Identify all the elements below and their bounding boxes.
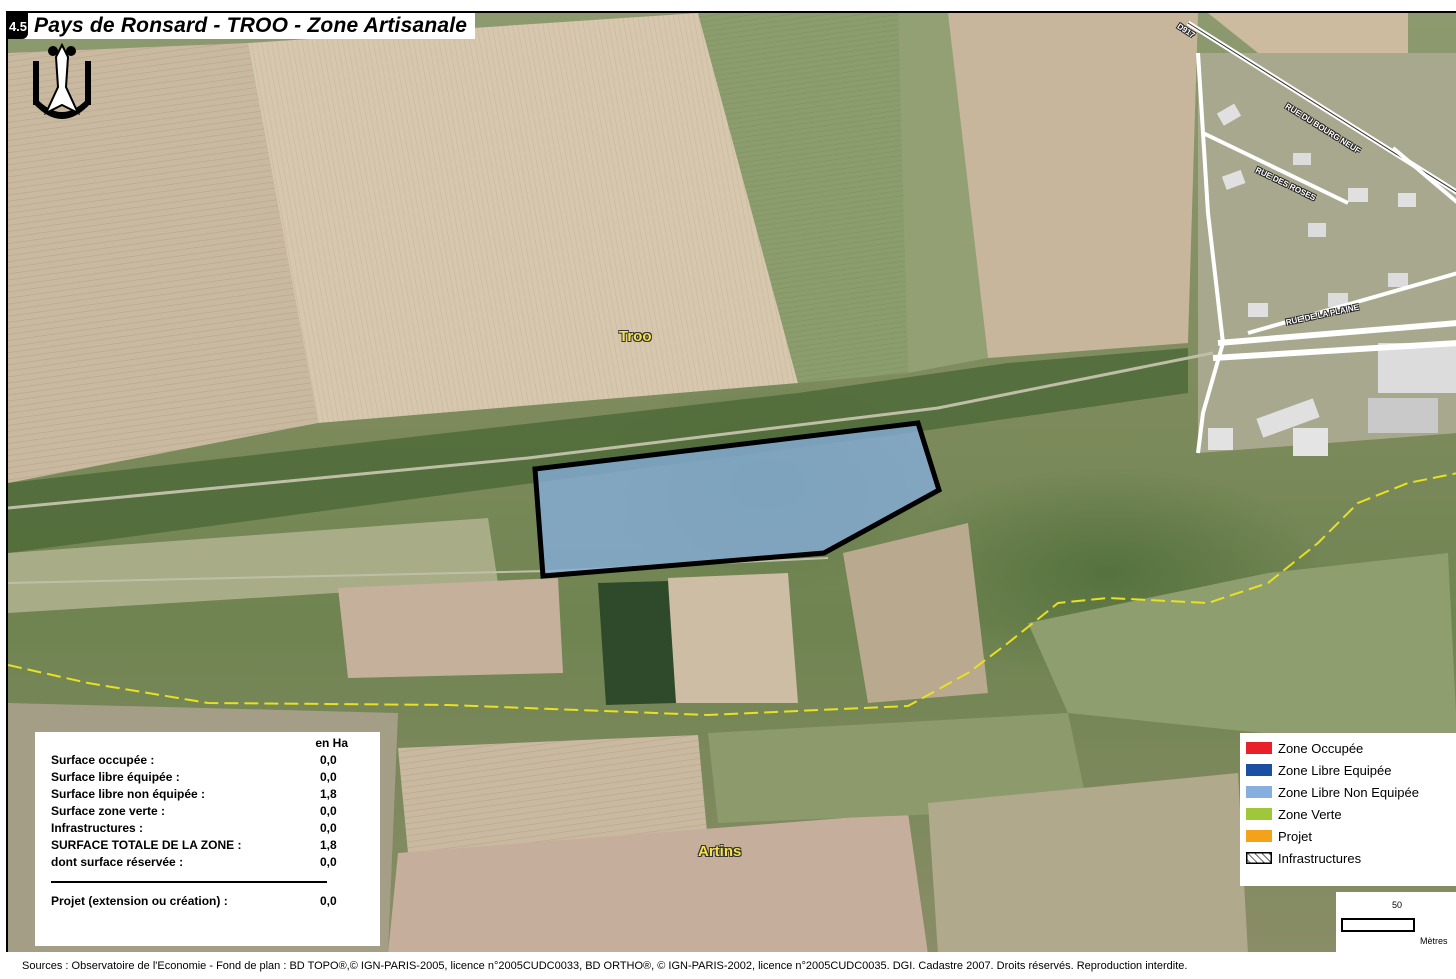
- zone-artisanale-polygon: [532, 420, 942, 579]
- legend-item: Zone Occupée: [1246, 737, 1456, 759]
- legend-label: Zone Verte: [1278, 806, 1342, 822]
- building: [1221, 169, 1246, 190]
- stats-table: en Ha Surface occupée : 0,0 Surface libr…: [35, 732, 380, 946]
- hatch-swatch-icon: [1246, 852, 1272, 864]
- legend-swatch: [1246, 786, 1272, 798]
- field-lower-4: [928, 773, 1248, 952]
- track: [8, 351, 1214, 510]
- legend-swatch: [1246, 808, 1272, 820]
- legend-item: Infrastructures: [1246, 847, 1456, 869]
- stats-row: Surface libre équipée : 0,0: [51, 769, 370, 786]
- legend-swatch: [1246, 830, 1272, 842]
- field-se-1: [1028, 553, 1456, 753]
- building: [1388, 273, 1408, 287]
- stats-row: Surface libre non équipée : 1,8: [51, 786, 370, 803]
- field-lower-1: [398, 735, 708, 853]
- road-plaine: [1212, 340, 1456, 361]
- field-west: [8, 43, 318, 483]
- stats-row: Surface zone verte : 0,0: [51, 803, 370, 820]
- legend-label: Zone Libre Non Equipée: [1278, 784, 1419, 800]
- place-label-artins: Artins: [698, 843, 742, 860]
- building: [1348, 188, 1368, 202]
- stats-value: 0,0: [320, 894, 337, 908]
- sources-footer: Sources : Observatoire de l'Economie - F…: [22, 960, 1188, 972]
- stats-label: Infrastructures :: [51, 821, 144, 835]
- building: [1308, 223, 1326, 237]
- stats-label: Surface occupée :: [51, 753, 155, 767]
- stats-label: Surface libre non équipée :: [51, 787, 206, 801]
- building: [1293, 153, 1311, 165]
- legend-item: Zone Libre Equipée: [1246, 759, 1456, 781]
- map-title: Pays de Ronsard - TROO - Zone Artisanale: [34, 14, 468, 37]
- stats-value: 0,0: [320, 821, 337, 835]
- scale-bar-graphic: [1341, 918, 1415, 932]
- stats-value: 1,8: [320, 838, 337, 852]
- stats-label: Surface libre équipée :: [51, 770, 180, 784]
- poplar-row: [598, 581, 676, 705]
- stats-separator: [51, 881, 327, 883]
- field-big: [248, 13, 798, 423]
- stats-row: Surface occupée : 0,0: [51, 752, 370, 769]
- legend-item: Zone Verte: [1246, 803, 1456, 825]
- road-west: [1196, 52, 1226, 454]
- legend-swatch: [1246, 742, 1272, 754]
- stats-value: 0,0: [320, 753, 337, 767]
- road-east: [1391, 146, 1456, 204]
- stats-value: 0,0: [320, 804, 337, 818]
- map-number: 4.5: [8, 13, 28, 39]
- commune-boundary: [8, 472, 1456, 717]
- north-arrow-icon: [33, 43, 91, 119]
- stats-label: Projet (extension ou création) :: [51, 894, 228, 908]
- field-south-3: [668, 573, 798, 703]
- stats-row: dont surface réservée : 0,0: [51, 854, 370, 871]
- legend-item: Zone Libre Non Equipée: [1246, 781, 1456, 803]
- stats-label: SURFACE TOTALE DE LA ZONE :: [51, 838, 242, 852]
- stats-row-project: Projet (extension ou création) : 0,0: [51, 893, 370, 910]
- building: [1256, 398, 1320, 438]
- map-frame[interactable]: 4.5 Pays de Ronsard - TROO - Zone Artisa…: [6, 11, 1456, 952]
- building: [1293, 428, 1328, 456]
- stats-label: Surface zone verte :: [51, 804, 166, 818]
- building: [1248, 303, 1268, 317]
- map-legend: Zone Occupée Zone Libre Equipée Zone Lib…: [1240, 733, 1456, 886]
- field-south-2: [338, 578, 563, 678]
- road-plaine: [1217, 320, 1456, 346]
- stats-unit-header: en Ha: [315, 736, 348, 750]
- scale-unit: Mètres: [1420, 936, 1448, 946]
- building: [1378, 343, 1456, 393]
- stats-value: 1,8: [320, 787, 337, 801]
- legend-label: Infrastructures: [1278, 850, 1362, 866]
- scale-value: 50: [1392, 900, 1403, 910]
- building: [1398, 193, 1416, 207]
- legend-label: Zone Occupée: [1278, 740, 1364, 756]
- field-northeast: [948, 13, 1198, 358]
- field-green: [698, 13, 908, 383]
- legend-swatch: [1246, 764, 1272, 776]
- stats-value: 0,0: [320, 855, 337, 869]
- building: [1328, 293, 1348, 307]
- place-label-troo: Troo: [619, 328, 652, 345]
- stats-value: 0,0: [320, 770, 337, 784]
- field-south-4: [843, 523, 988, 703]
- building: [1208, 428, 1233, 450]
- field-east-strip: [898, 13, 988, 373]
- field-lower-3: [708, 713, 1088, 823]
- stats-label: dont surface réservée :: [51, 855, 184, 869]
- road-plaine-ne: [1247, 271, 1456, 335]
- road-roses: [1202, 131, 1349, 205]
- building: [1368, 398, 1438, 433]
- legend-item: Projet: [1246, 825, 1456, 847]
- legend-label: Projet: [1278, 828, 1312, 844]
- title-box: 4.5 Pays de Ronsard - TROO - Zone Artisa…: [8, 13, 476, 39]
- legend-label: Zone Libre Equipée: [1278, 762, 1392, 778]
- building: [1216, 103, 1242, 126]
- stats-row: Infrastructures : 0,0: [51, 820, 370, 837]
- field-lower-2: [388, 813, 928, 952]
- stats-row: SURFACE TOTALE DE LA ZONE : 1,8: [51, 837, 370, 854]
- scale-bar: 50 Mètres: [1336, 892, 1456, 952]
